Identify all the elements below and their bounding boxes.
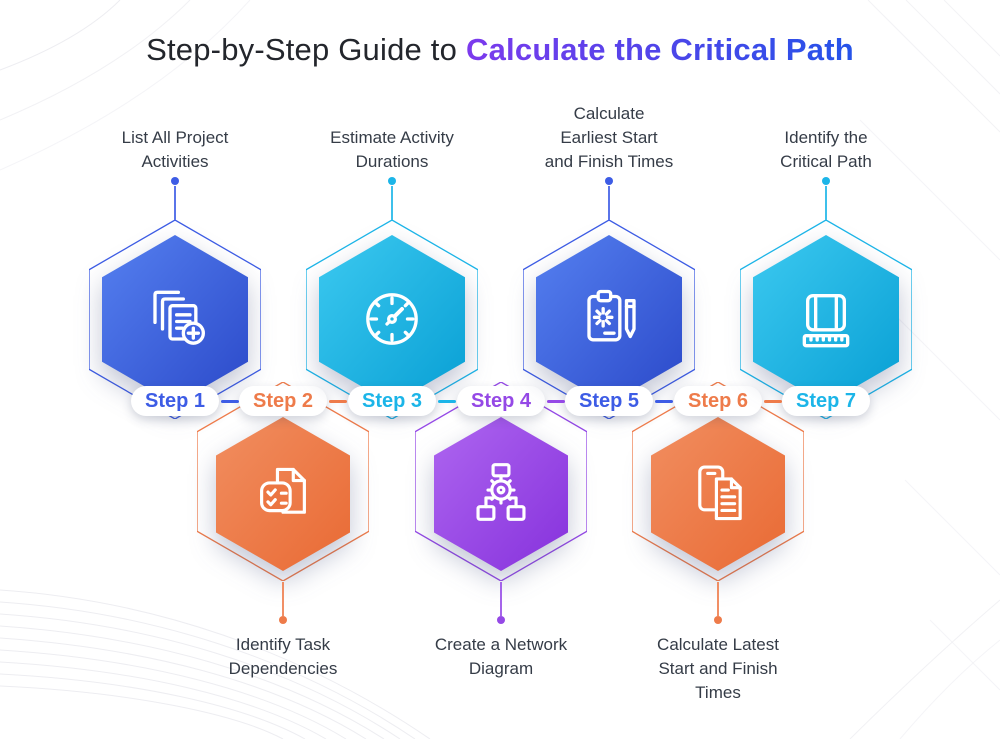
hexagon-fill — [536, 235, 682, 404]
pill-connector-3-4 — [438, 400, 456, 403]
step-column-7: Identify the Critical Path Step 7 — [740, 0, 912, 739]
step-label: Calculate Latest Start and Finish Times — [657, 635, 779, 702]
step-column-4: Create a Network Diagram Step 4 — [415, 0, 587, 739]
connector-dot — [497, 616, 505, 624]
hexagon-fill — [753, 235, 899, 404]
step-pill-7: Step 7 — [782, 386, 870, 416]
title-prefix: Step-by-Step Guide to — [146, 32, 458, 67]
connector-line — [174, 186, 176, 221]
connector-dot — [822, 177, 830, 185]
step-pill-6: Step 6 — [674, 386, 762, 416]
connector-dot — [279, 616, 287, 624]
pill-connector-5-6 — [655, 400, 673, 403]
connector-dot — [605, 177, 613, 185]
step-pill-5: Step 5 — [565, 386, 653, 416]
connector-line — [717, 582, 719, 616]
step-column-6: Calculate Latest Start and Finish Times … — [632, 0, 804, 739]
checklist-document-icon — [260, 467, 306, 514]
stopwatch-icon — [366, 293, 418, 345]
connector-dot — [171, 177, 179, 185]
pill-connector-4-5 — [547, 400, 565, 403]
step-label: Create a Network Diagram — [434, 635, 568, 678]
connector-line — [608, 186, 610, 221]
step-column-2: Identify Task Dependencies Step 2 — [197, 0, 369, 739]
connector-dot — [388, 177, 396, 185]
step-column-3: Estimate Activity Durations Step 3 — [306, 0, 478, 739]
network-diagram-icon — [476, 463, 526, 521]
step-column-5: Calculate Earliest Start and Finish Time… — [523, 0, 695, 739]
step-label: Identify Task Dependencies — [228, 635, 338, 678]
step-pill-1: Step 1 — [131, 386, 219, 416]
step-column-1: List All Project Activities Step 1 — [89, 0, 261, 739]
connector-line — [500, 582, 502, 616]
clipboard-pen-icon — [587, 289, 636, 342]
connector-line — [825, 186, 827, 221]
step-label: Identify the Critical Path — [780, 128, 872, 171]
connector-dot — [714, 616, 722, 624]
hexagon-fill — [319, 235, 465, 404]
step-pill-2: Step 2 — [239, 386, 327, 416]
connector-line — [282, 582, 284, 616]
title-highlight: Calculate the Critical Path — [466, 32, 854, 67]
step-pill-4: Step 4 — [457, 386, 545, 416]
step-label: List All Project Activities — [121, 128, 229, 171]
blueprint-ruler-icon — [802, 294, 850, 348]
pill-connector-2-3 — [329, 400, 347, 403]
pill-connector-6-7 — [764, 400, 782, 403]
step-label: Estimate Activity Durations — [330, 128, 454, 171]
documents-add-icon — [153, 290, 205, 345]
step-pill-3: Step 3 — [348, 386, 436, 416]
phone-documents-icon — [698, 465, 742, 521]
pill-connector-1-2 — [221, 400, 239, 403]
connector-line — [391, 186, 393, 221]
step-label: Calculate Earliest Start and Finish Time… — [544, 104, 674, 171]
